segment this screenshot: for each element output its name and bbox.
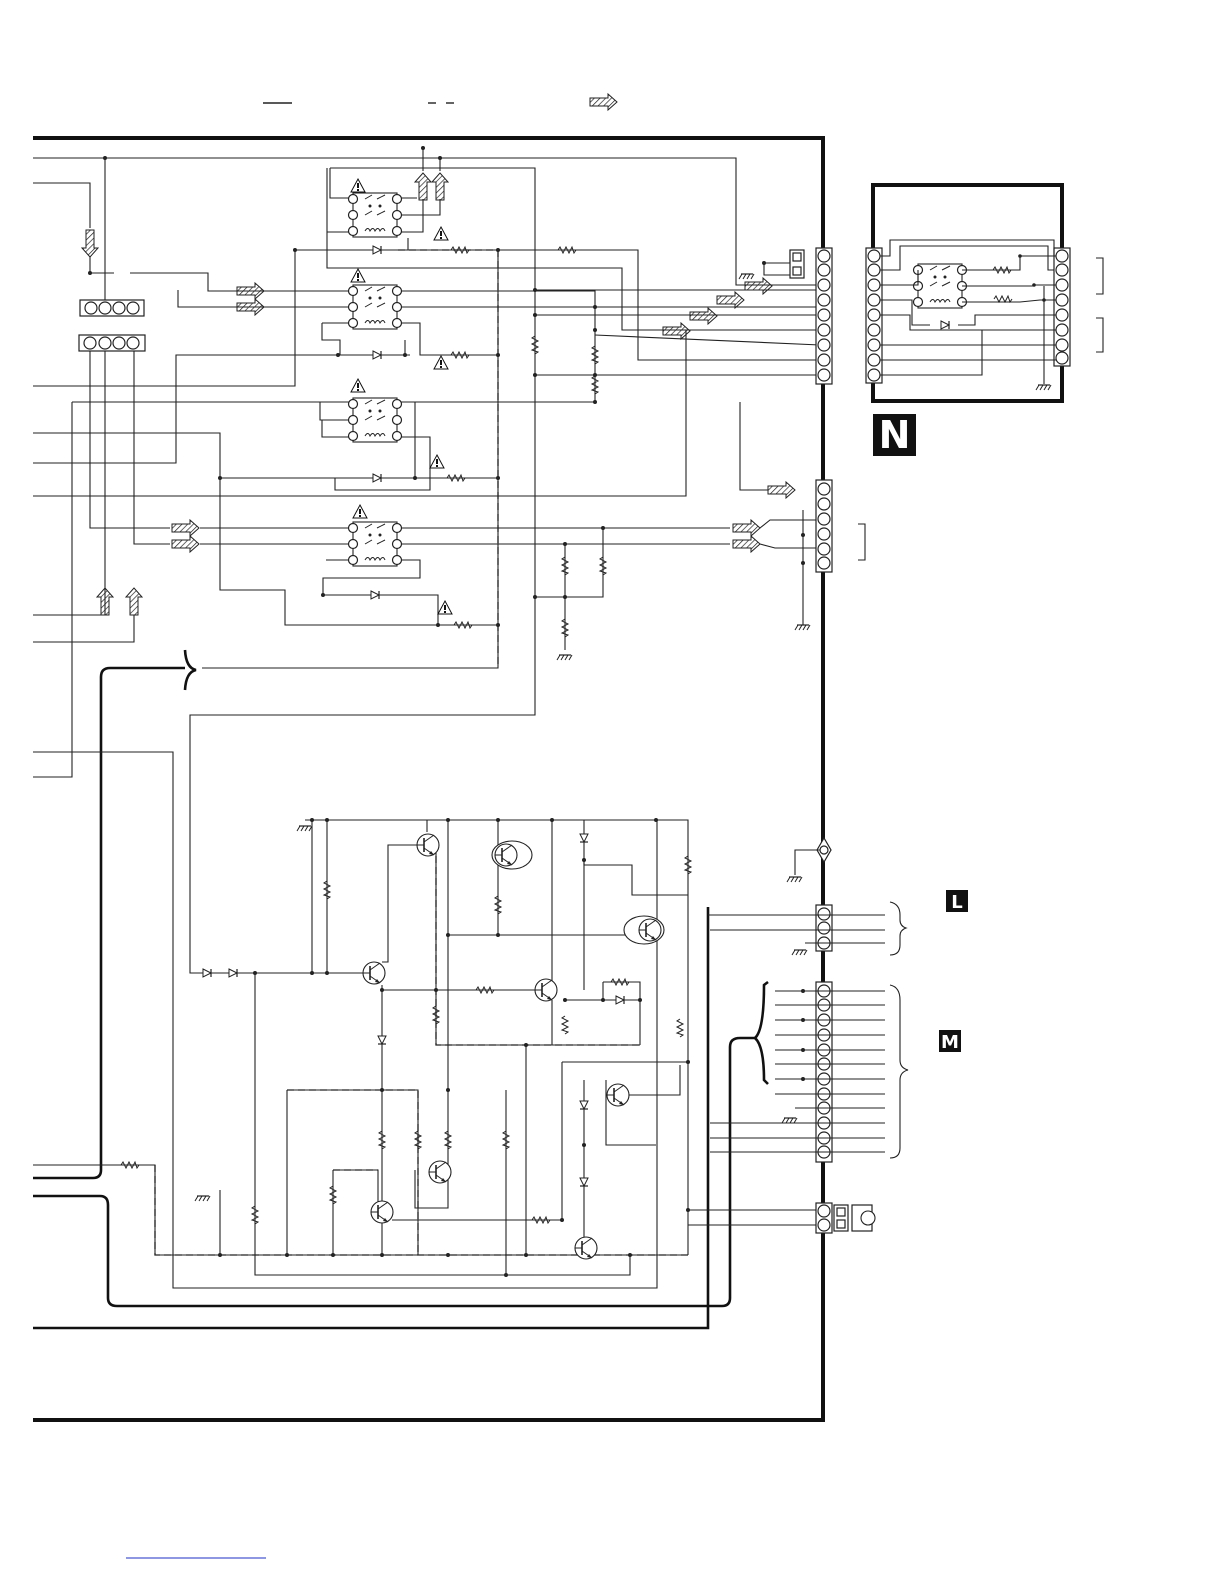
connector-2pin-small	[790, 250, 804, 278]
svg-text:N: N	[879, 413, 911, 457]
connector-6pin-right	[816, 480, 832, 572]
legend-symbols	[263, 94, 617, 110]
relay-k3	[349, 398, 402, 442]
connector-4pin-top	[80, 300, 144, 316]
right-brackets	[858, 258, 1103, 1158]
board-label-l: L	[946, 890, 968, 913]
connector-2pin-bottom	[816, 1203, 875, 1233]
board-label-m: M	[939, 1030, 961, 1053]
svg-text:L: L	[951, 892, 962, 913]
connector-4pin-bottom	[79, 335, 145, 351]
board-label-n: N	[873, 413, 916, 457]
lower-circuit	[33, 818, 820, 1277]
relay-passives	[371, 246, 810, 660]
relay-k2	[349, 285, 402, 329]
n-board-circuit	[866, 240, 1070, 390]
connector-10pin-right	[816, 248, 832, 384]
connector-m	[710, 982, 885, 1162]
relay-k1	[349, 193, 402, 237]
svg-text:M: M	[941, 1032, 959, 1053]
relay-k4	[349, 522, 402, 566]
connector-l	[708, 905, 885, 955]
n-board-frame	[873, 185, 1062, 401]
dashed-ground-line	[398, 250, 498, 668]
